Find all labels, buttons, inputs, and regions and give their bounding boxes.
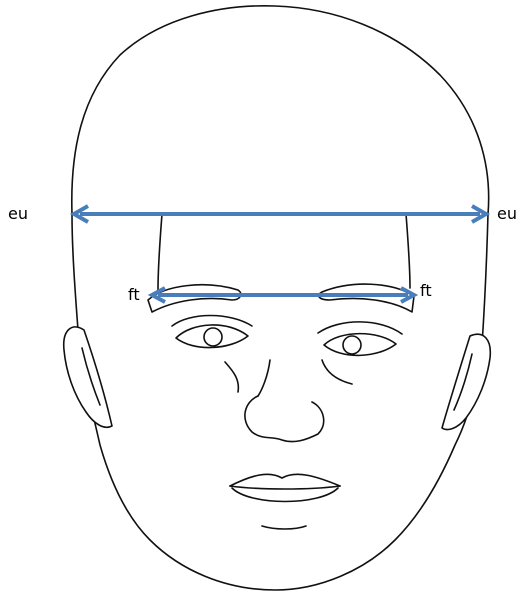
right-eye xyxy=(324,334,396,356)
under-eye-right xyxy=(322,360,352,384)
left-pupil xyxy=(204,328,222,346)
under-eye-left xyxy=(225,362,238,392)
chin-crease xyxy=(262,526,306,529)
eu-eu-measurement xyxy=(74,206,486,222)
right-eye-crease xyxy=(318,322,402,334)
ft-left-label: ft xyxy=(128,287,140,303)
lower-lip xyxy=(232,488,338,502)
left-ear xyxy=(64,327,112,427)
nose xyxy=(245,396,324,442)
hairline-right xyxy=(406,214,410,288)
right-eyebrow xyxy=(319,284,414,312)
upper-lip xyxy=(230,474,340,486)
ft-right-label: ft xyxy=(420,283,432,299)
right-ear xyxy=(442,334,490,429)
hairline-left xyxy=(158,214,162,290)
eu-left-label: eu xyxy=(8,206,28,222)
eu-right-label: eu xyxy=(497,206,517,222)
right-pupil xyxy=(343,336,361,354)
nose-bridge xyxy=(258,360,270,396)
lip-line xyxy=(230,486,340,489)
